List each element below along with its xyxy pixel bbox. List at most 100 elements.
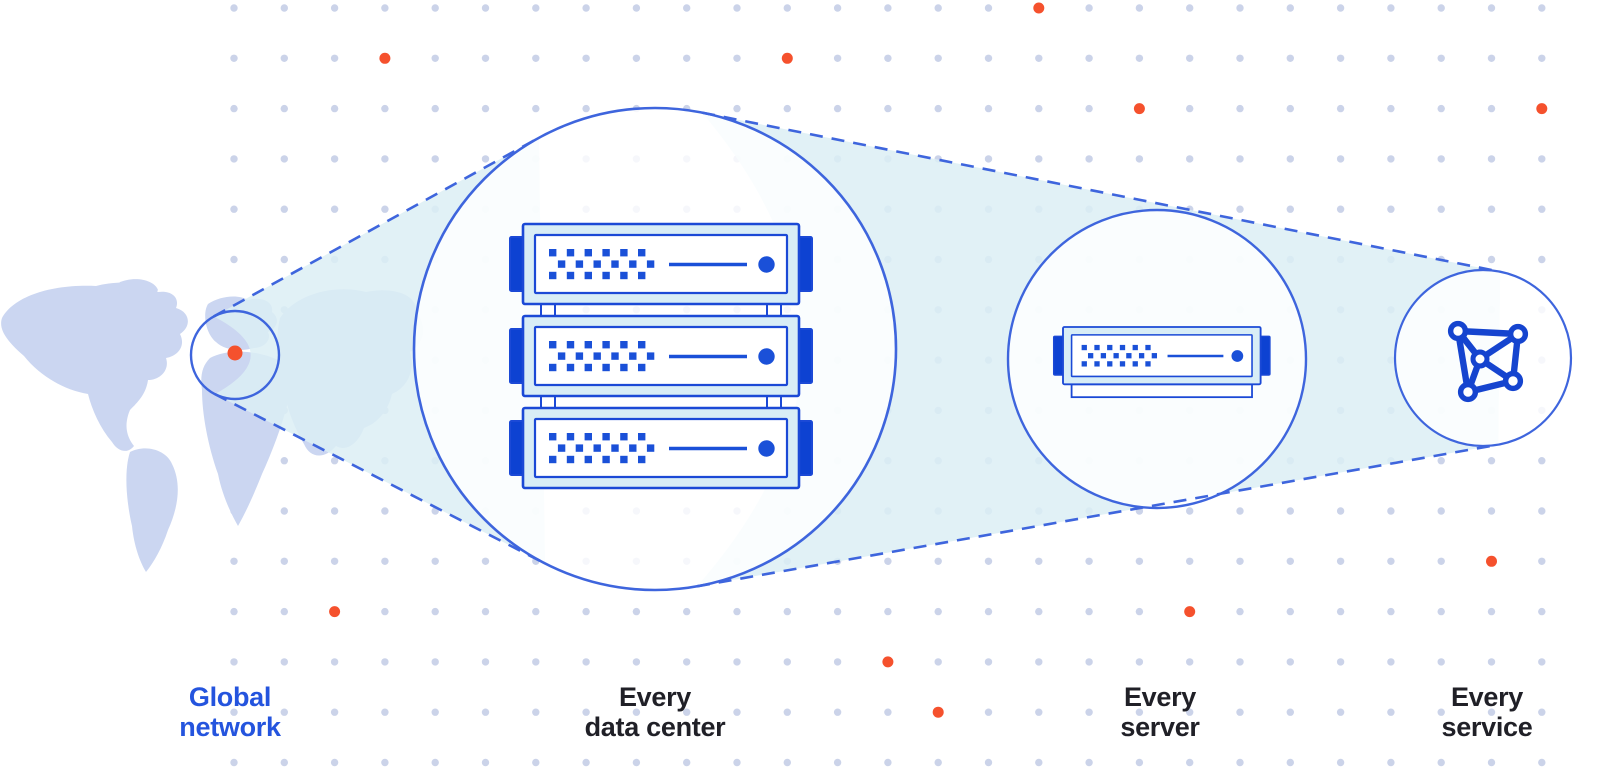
grid-dot xyxy=(733,54,741,62)
grid-dot xyxy=(1538,758,1546,767)
grid-dot xyxy=(984,758,993,767)
led-square xyxy=(549,271,557,280)
grid-dot xyxy=(1336,205,1345,213)
grid-dot xyxy=(481,4,490,12)
grid-dot xyxy=(1437,54,1445,62)
grid-dot xyxy=(833,54,842,62)
grid-dot xyxy=(1236,4,1244,12)
grid-dot xyxy=(1387,205,1395,213)
led-square xyxy=(646,260,655,268)
led-square xyxy=(549,363,557,372)
grid-dot xyxy=(330,205,339,213)
grid-dot xyxy=(1286,104,1295,113)
server-power-dot xyxy=(758,440,775,457)
grid-dot xyxy=(1085,758,1093,767)
grid-dot xyxy=(683,758,691,767)
led-square xyxy=(1107,361,1113,367)
beam-dashed-edge xyxy=(214,392,546,565)
led-square xyxy=(1113,353,1119,359)
grid-dot xyxy=(532,104,540,113)
grid-dot xyxy=(1538,457,1546,465)
grid-dot xyxy=(330,457,339,465)
grid-dot xyxy=(1035,708,1043,716)
grid-dot xyxy=(833,658,842,666)
grid-dot xyxy=(1236,708,1244,716)
grid-dot xyxy=(431,155,439,163)
grid-dot xyxy=(1538,708,1546,716)
grid-dot xyxy=(934,4,942,12)
grid-dot xyxy=(330,557,339,565)
grid-dot xyxy=(1286,507,1295,515)
grid-dot xyxy=(632,708,641,716)
grid-dot xyxy=(1035,557,1043,565)
grid-dot xyxy=(884,557,892,565)
rack-server-3 xyxy=(509,406,813,490)
beam-dashed-edge xyxy=(696,443,1499,588)
led-square xyxy=(602,433,610,441)
grid-dot xyxy=(330,4,339,12)
grid-dot xyxy=(1035,758,1043,767)
grid-dot xyxy=(280,607,288,616)
led-square xyxy=(620,341,628,349)
grid-dot xyxy=(280,708,288,716)
grid-dot xyxy=(532,607,540,616)
server-power-dot xyxy=(1231,350,1244,362)
grid-dot xyxy=(1186,155,1194,163)
grid-dot xyxy=(733,104,741,113)
grid-dot xyxy=(1236,607,1244,616)
grid-dot xyxy=(984,557,993,565)
grid-dot xyxy=(1236,205,1244,213)
grid-dot xyxy=(280,4,288,12)
server-face xyxy=(533,233,789,295)
server-tray xyxy=(1070,383,1253,399)
grid-dot xyxy=(230,155,238,163)
beam-dashed-edge xyxy=(701,111,1501,273)
grid-dot xyxy=(632,758,641,767)
grid-dot xyxy=(481,557,490,565)
single-server xyxy=(1052,326,1271,399)
server-power-dot xyxy=(758,256,775,273)
location-marker-dot xyxy=(227,345,243,361)
grid-dot xyxy=(833,607,842,616)
led-square xyxy=(1145,344,1151,351)
led-square xyxy=(638,433,646,441)
rack-server-1 xyxy=(509,222,813,318)
led-square xyxy=(646,352,655,360)
grid-dot xyxy=(1387,54,1395,62)
accent-dot xyxy=(1486,555,1497,567)
grid-dot xyxy=(1286,557,1295,565)
led-square xyxy=(620,363,628,372)
grid-dot xyxy=(582,758,590,767)
grid-dot xyxy=(1186,557,1194,565)
grid-dot xyxy=(230,557,238,565)
grid-dot xyxy=(1487,708,1496,716)
grid-dot xyxy=(1538,155,1546,163)
led-square xyxy=(1100,353,1107,359)
grid-dot xyxy=(1336,54,1345,62)
led-square xyxy=(566,249,575,257)
grid-dot xyxy=(381,155,389,163)
grid-dot xyxy=(984,104,993,113)
grid-dot xyxy=(1035,54,1043,62)
grid-dot xyxy=(1135,658,1144,666)
grid-dot xyxy=(884,4,892,12)
grid-dot xyxy=(1437,658,1445,666)
led-square xyxy=(1126,353,1132,359)
grid-dot xyxy=(280,54,288,62)
beam-dashed-edge xyxy=(213,136,540,318)
led-square xyxy=(566,341,575,349)
grid-dot xyxy=(1236,54,1244,62)
mesh-node xyxy=(1457,381,1479,403)
grid-dot xyxy=(1135,607,1144,616)
mesh-node xyxy=(1507,323,1529,345)
led-square xyxy=(593,444,601,452)
led-square xyxy=(593,260,601,268)
grid-dot xyxy=(1487,104,1496,113)
grid-dot xyxy=(632,607,641,616)
grid-dot xyxy=(884,708,892,716)
grid-dot xyxy=(330,658,339,666)
grid-dot xyxy=(1236,557,1244,565)
grid-dot xyxy=(1236,507,1244,515)
grid-dot xyxy=(481,104,490,113)
grid-dot xyxy=(1487,658,1496,666)
